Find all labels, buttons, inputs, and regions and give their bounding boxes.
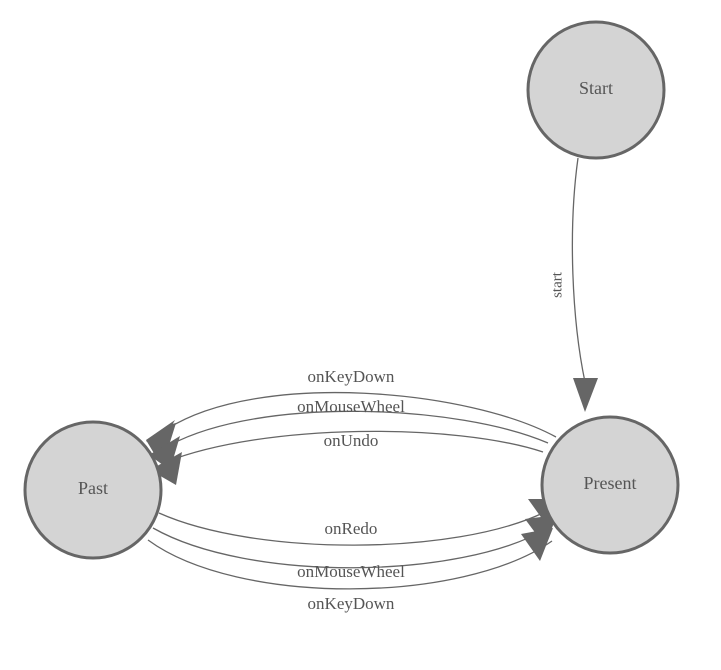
edge-label-past-present-onredo: onRedo (325, 519, 378, 538)
edge-start-to-present-arrowhead (573, 378, 598, 412)
edge-present-to-past-onkeydown[interactable]: onKeyDown (146, 367, 557, 455)
edge-past-to-present-onkeydown-arrowhead (521, 528, 553, 561)
edge-present-to-past-onundo[interactable]: onUndo (150, 430, 544, 485)
edge-label-start: start (549, 271, 565, 298)
edge-label-past-present-onkeydown: onKeyDown (308, 594, 395, 613)
edge-present-to-past-onundo-path (165, 430, 544, 463)
edge-past-to-present-onredo-path (158, 511, 546, 546)
node-past-circle (23, 420, 163, 560)
node-past[interactable]: Past (23, 420, 163, 560)
edge-start-to-present[interactable]: start (549, 157, 598, 412)
edge-past-to-present-onmousewheel-path (152, 527, 549, 569)
edge-label-present-past-onmousewheel: onMouseWheel (297, 397, 405, 416)
edge-past-to-present-onredo[interactable]: onRedo (158, 499, 560, 546)
node-past-label: Past (78, 478, 108, 498)
edge-present-to-past-onmousewheel-path (169, 410, 549, 446)
edge-present-to-past-onkeydown-path (166, 391, 557, 438)
edge-present-to-past-onkeydown-arrowhead-fill (146, 420, 175, 455)
node-start-circle (526, 20, 666, 160)
node-start[interactable]: Start (526, 20, 666, 160)
edge-present-to-past-onundo-arrowhead (150, 452, 182, 485)
node-present-circle (540, 415, 680, 555)
node-present[interactable]: Present (540, 415, 680, 555)
edge-past-to-present-onkeydown-path (147, 539, 553, 590)
edge-label-present-past-onundo: onUndo (324, 431, 379, 450)
node-start-label: Start (579, 78, 613, 98)
node-present-label: Present (584, 473, 637, 493)
edge-start-to-present-path (571, 157, 586, 383)
edge-label-present-past-onkeydown: onKeyDown (308, 367, 395, 386)
edge-label-past-present-onmousewheel: onMouseWheel (297, 562, 405, 581)
edge-past-to-present-onkeydown[interactable]: onKeyDown (147, 528, 553, 613)
